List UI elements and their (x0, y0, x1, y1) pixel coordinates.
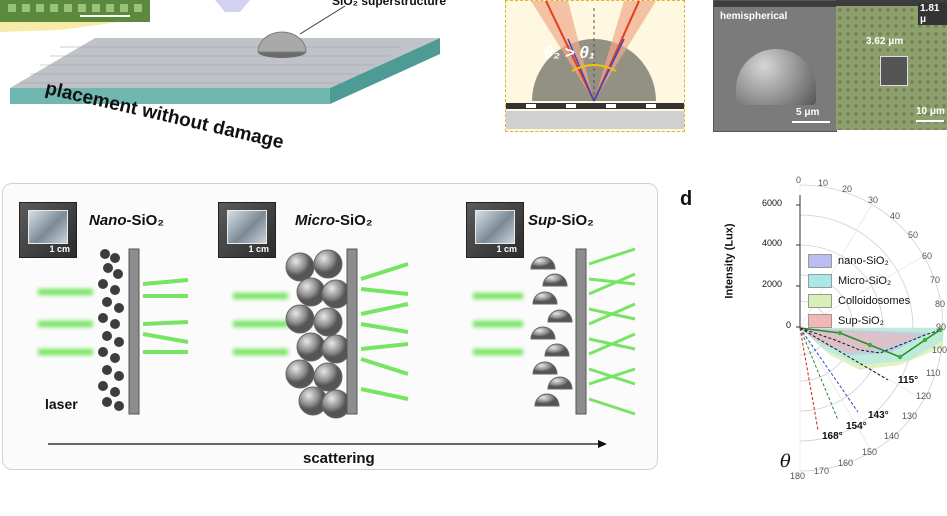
sup-title: Sup-SiO₂ (528, 212, 594, 229)
panel-b-optics: θ₂ > θ₁ (505, 0, 685, 132)
nano-photo-scale: 1 cm (49, 244, 70, 254)
angle-tick-60: 60 (922, 251, 933, 261)
cutoff-143: 143° (868, 410, 889, 421)
legend-micro: Micro-SiO₂ (808, 271, 947, 291)
angle-tick-150: 150 (862, 447, 878, 457)
substrate-illustration (0, 0, 440, 104)
angle-tick-120: 120 (916, 391, 932, 401)
superstructure-label: SiO₂ superstructure (332, 0, 447, 8)
sup-sample-photo: 1 cm (466, 202, 524, 258)
micro-photo-scale: 1 cm (248, 244, 269, 254)
hemi-label: hemispherical (720, 11, 788, 22)
y-tick-4000: 4000 (762, 238, 783, 248)
angle-tick-90: 90 (936, 322, 947, 332)
angle-tick-30: 30 (868, 195, 879, 205)
legend-swatch-colloidosomes (808, 294, 832, 308)
nano-sample-photo: 1 cm (19, 202, 77, 258)
legend-colloidosomes: Colloidosomes (808, 291, 947, 311)
array-scale-text: 10 μm (916, 106, 945, 117)
polar-plot (796, 184, 944, 472)
legend-label-nano: nano-SiO₂ (838, 255, 889, 267)
angle-tick-100: 100 (932, 345, 947, 355)
legend-label-sup: Sup-SiO₂ (838, 315, 884, 327)
cutoff-154: 154° (846, 421, 867, 432)
angle-tick-0: 0 (796, 175, 802, 185)
angle-tick-80: 80 (935, 299, 946, 309)
angle-tick-170: 170 (814, 466, 830, 476)
legend-swatch-micro (808, 274, 832, 288)
sup-title-italic: Sup (528, 212, 557, 229)
legend-swatch-sup (808, 314, 832, 328)
nano-title-rest: -SiO₂ (126, 212, 165, 229)
angle-relation: θ₂ > θ₁ (544, 43, 595, 62)
scattering-illustration (38, 247, 636, 448)
nano-title: Nano-SiO₂ (89, 212, 164, 229)
cutoff-115: 115° (898, 375, 919, 386)
refraction-diagram (506, 0, 684, 129)
sup-title-rest: -SiO₂ (556, 212, 594, 229)
micro-title: Micro-SiO₂ (295, 212, 373, 229)
micro-title-italic: Micro (295, 212, 336, 229)
y-axis-label: Intensity (Lux) (723, 223, 736, 299)
angle-tick-110: 110 (926, 368, 941, 378)
angle-tick-20: 20 (842, 184, 853, 194)
hemisphere-shape (736, 49, 816, 105)
sup-photo-scale: 1 cm (496, 244, 517, 254)
panel-a: SiO₂ superstructure placement without da… (0, 0, 500, 153)
theta-symbol: θ (780, 451, 791, 472)
angle-tick-180: 180 (790, 471, 806, 481)
panel-d-polar: Intensity (Lux) 6000 4000 2000 0 0 10 20… (724, 175, 947, 511)
angle-tick-140: 140 (884, 431, 900, 441)
size-label: 3.62 μm (866, 36, 904, 47)
panel-c-scattering: 1 cm 1 cm 1 cm Nano-SiO₂ Micro-SiO₂ Sup-… (2, 183, 658, 470)
legend-swatch-nano (808, 254, 832, 268)
micro-title-rest: -SiO₂ (335, 212, 373, 229)
polar-legend: nano-SiO₂ Micro-SiO₂ Colloidosomes Sup-S… (808, 251, 947, 331)
partial-size-label: 1.81 μ (918, 3, 947, 25)
nano-title-italic: Nano (89, 212, 127, 229)
laser-label: laser (45, 396, 78, 412)
legend-label-colloidosomes: Colloidosomes (838, 295, 911, 307)
sem-hemispherical: hemispherical 5 μm (713, 0, 837, 132)
legend-nano: nano-SiO₂ (808, 251, 947, 271)
micro-sample-photo: 1 cm (218, 202, 276, 258)
hemi-scale-text: 5 μm (796, 107, 820, 118)
angle-tick-40: 40 (890, 211, 901, 221)
legend-sup: Sup-SiO₂ (808, 311, 947, 331)
hemi-scalebar (792, 121, 830, 123)
angle-tick-10: 10 (818, 178, 829, 188)
angle-tick-50: 50 (908, 230, 919, 240)
y-tick-0: 0 (786, 320, 792, 330)
sem-particle (880, 56, 908, 86)
angle-tick-130: 130 (902, 411, 918, 421)
legend-label-micro: Micro-SiO₂ (838, 275, 892, 287)
y-tick-2000: 2000 (762, 279, 783, 289)
angle-tick-70: 70 (930, 275, 941, 285)
sem-array: 3.62 μm 1.81 μ 10 μm (836, 0, 947, 130)
scattering-label: scattering (303, 450, 375, 467)
y-tick-6000: 6000 (762, 198, 783, 208)
angle-tick-160: 160 (838, 458, 854, 468)
panel-d-letter: d (680, 188, 693, 210)
cutoff-168: 168° (822, 431, 843, 442)
array-scalebar (916, 120, 944, 122)
